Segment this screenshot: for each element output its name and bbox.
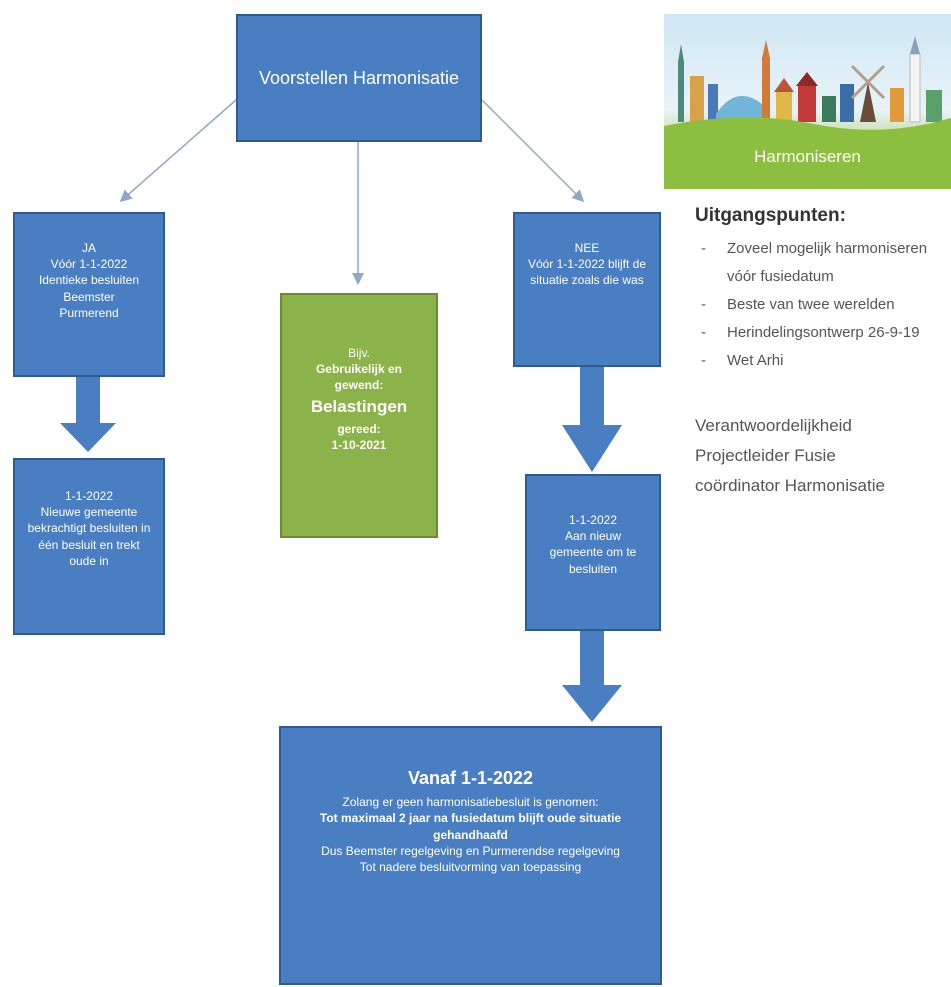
list-item: Zoveel mogelijk harmoniseren vóór fusied… <box>695 235 951 291</box>
arrow-nee-down <box>562 367 622 472</box>
verantwoordelijkheid-line: Projectleider Fusie <box>695 446 836 465</box>
aan-nieuw-line: besluiten <box>568 561 618 576</box>
belastingen-title: Belastingen <box>310 396 408 416</box>
nieuwe-gemeente-line: oude in <box>69 553 109 568</box>
belastingen-box: Bijv. Gebruikelijk en gewend: Belastinge… <box>280 293 438 538</box>
uitgangspunten-title: Uitgangspunten: <box>695 205 846 226</box>
belastingen-line: gewend: <box>334 378 384 393</box>
nee-line: NEE <box>574 241 600 255</box>
nieuwe-gemeente-line: één besluit en trekt <box>38 537 140 552</box>
belastingen-date: 1-10-2021 <box>331 437 387 452</box>
vanaf-line: gehandhaafd <box>433 827 508 842</box>
connector-top-to-nee <box>481 99 585 203</box>
aan-nieuw-line: Aan nieuw <box>564 529 622 544</box>
vanaf-box: Vanaf 1-1-2022 Zolang er geen harmonisat… <box>279 726 662 985</box>
ja-line: JA <box>81 241 96 255</box>
verantwoordelijkheid-block: Verantwoordelijkheid Projectleider Fusie… <box>695 411 951 501</box>
belastingen-line: gereed: <box>337 421 381 436</box>
arrow-aan-down <box>562 631 622 722</box>
voorstellen-label: Voorstellen Harmonisatie <box>258 67 460 88</box>
belastingen-line: Bijv. <box>348 346 370 360</box>
nieuwe-gemeente-line: bekrachtigt besluiten in <box>27 521 151 536</box>
nee-line: Vóór 1-1-2022 blijft de <box>527 257 647 272</box>
ja-box: JA Vóór 1-1-2022 Identieke besluiten Bee… <box>13 212 165 377</box>
nieuwe-gemeente-box: 1-1-2022 Nieuwe gemeente bekrachtigt bes… <box>13 458 165 635</box>
belastingen-line: Gebruikelijk en <box>315 362 403 377</box>
vanaf-line: Tot maximaal 2 jaar na fusiedatum blijft… <box>319 811 622 826</box>
vanaf-line: Dus Beemster regelgeving en Purmerendse … <box>321 843 620 858</box>
ja-line: Identieke besluiten <box>38 273 140 288</box>
aan-nieuw-box: 1-1-2022 Aan nieuw gemeente om te beslui… <box>525 474 661 631</box>
list-item: Herindelingsontwerp 26-9-19 <box>695 319 951 347</box>
list-item: Wet Arhi <box>695 347 951 375</box>
ja-line: Beemster <box>63 289 115 304</box>
verantwoordelijkheid-line: coördinator Harmonisatie <box>695 476 885 495</box>
nee-box: NEE Vóór 1-1-2022 blijft de situatie zoa… <box>513 212 661 367</box>
vanaf-title: Vanaf 1-1-2022 <box>407 768 534 788</box>
list-item: Beste van twee werelden <box>695 291 951 319</box>
arrow-ja-down <box>60 377 116 452</box>
ja-line: Vóór 1-1-2022 <box>50 257 128 272</box>
nieuwe-gemeente-line: 1-1-2022 <box>64 489 114 503</box>
harmoniseren-banner: Harmoniseren <box>664 14 951 189</box>
vanaf-line: Tot nadere besluitvorming van toepassing <box>359 860 582 875</box>
banner-label: Harmoniseren <box>754 147 861 166</box>
aan-nieuw-line: gemeente om te <box>549 545 637 560</box>
ja-line: Purmerend <box>59 305 119 320</box>
vanaf-line: Zolang er geen harmonisatiebesluit is ge… <box>342 795 599 810</box>
village-skyline-illustration <box>664 36 951 189</box>
nieuwe-gemeente-line: Nieuwe gemeente <box>40 505 138 520</box>
nee-line: situatie zoals die was <box>530 273 644 288</box>
connector-top-to-ja <box>119 99 237 202</box>
aan-nieuw-line: 1-1-2022 <box>568 513 618 527</box>
voorstellen-box: Voorstellen Harmonisatie <box>236 14 482 142</box>
verantwoordelijkheid-line: Verantwoordelijkheid <box>695 416 852 435</box>
uitgangspunten-list: Zoveel mogelijk harmoniseren vóór fusied… <box>695 235 951 375</box>
uitgangspunten-panel: Uitgangspunten: Zoveel mogelijk harmonis… <box>695 205 951 501</box>
